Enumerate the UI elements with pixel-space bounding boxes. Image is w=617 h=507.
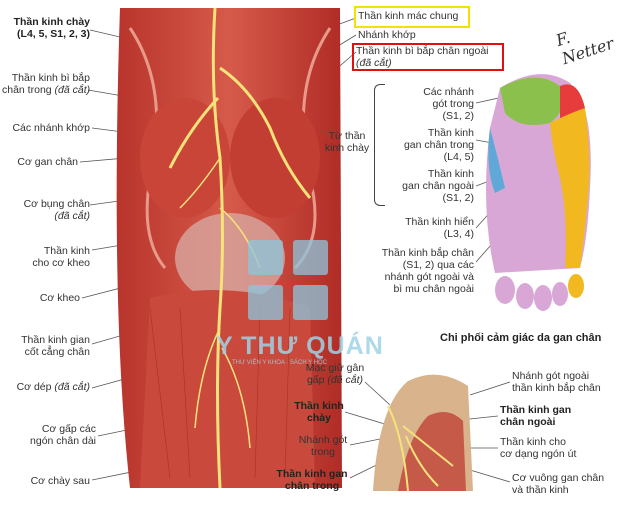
label-tibial-nerve: Thần kinh chày (L4, 5, S1, 2, 3) [13,16,90,40]
foot-caption: Chi phối cảm giác da gan chân [440,332,602,344]
label-medial-sural-cutaneous: Thần kinh bì bắp chân trong (đã cắt) [2,72,91,96]
tibial-brace [374,84,385,206]
plantar-foot-map [486,74,591,311]
label-sural-nerve: Thần kinh bắp chân (S1, 2) qua các nhánh… [381,247,474,295]
label-lateral-plantar-nerve: Thần kinh gan chân ngoài (S1, 2) [402,168,474,204]
label-saphenous-nerve: Thần kinh hiển (L3, 4) [405,216,474,240]
label-interosseous-nerve: Thần kinh gian cốt cẳng chân [21,334,90,358]
label-articular-branches: Các nhánh khớp [12,122,90,134]
label-soleus: Cơ dép (đã cắt) [16,381,90,393]
label-from-tibial-nerve: Từ thần kinh chày [324,130,370,154]
highlight-yellow-box [354,6,470,28]
watermark-title: Y THƯ QUÁN [216,332,384,360]
label-quadratus-plantae: Cơ vuông gan chân và thần kinh [512,472,605,496]
label-flexor-retinaculum: Mạc giữ gân gấp (đã cắt) [305,362,365,386]
label-ankle-medial-plantar: Thần kinh gan chân trong [276,468,348,492]
label-medial-calcaneal-branches: Các nhánh gót trong (S1, 2) [423,86,474,122]
label-ankle-lateral-plantar: Thần kinh gan chân ngoài [500,404,572,428]
posterior-leg-illustration [116,8,343,488]
label-ankle-tibial-nerve: Thần kinh chày [294,400,344,424]
watermark-subtitle: THƯ VIỆN Y KHOA · SÁCH Y HỌC [232,360,328,366]
label-gastrocnemius: Cơ bụng chân (đã cắt) [23,198,90,222]
label-plantaris: Cơ gan chân [17,156,78,168]
highlight-red-box [352,43,504,71]
label-common-fibular-nerve: Thần kinh mác chung [358,10,459,22]
medial-ankle-illustration [373,374,473,491]
label-medial-plantar-nerve: Thần kinh gan chân trong (L4, 5) [403,127,474,163]
label-lateral-sural-cutaneous: Thần kinh bì bắp chân ngoài (đã cắt) [356,45,489,69]
label-lateral-calcaneal-branch: Nhánh gót ngoài thần kinh bắp chân [512,370,601,394]
watermark-logo [248,240,328,320]
label-articular-branch: Nhánh khớp [358,29,416,41]
label-nerve-to-popliteus: Thần kinh cho cơ kheo [32,245,90,269]
label-flexor-digitorum-longus: Cơ gấp các ngón chân dài [30,423,96,447]
label-tibialis-posterior: Cơ chày sau [30,475,90,487]
label-medial-calcaneal-branch: Nhánh gót trong [298,434,348,458]
label-nerve-to-abductor: Thần kinh cho cơ dạng ngón út [500,436,577,460]
label-popliteus: Cơ kheo [39,292,80,304]
